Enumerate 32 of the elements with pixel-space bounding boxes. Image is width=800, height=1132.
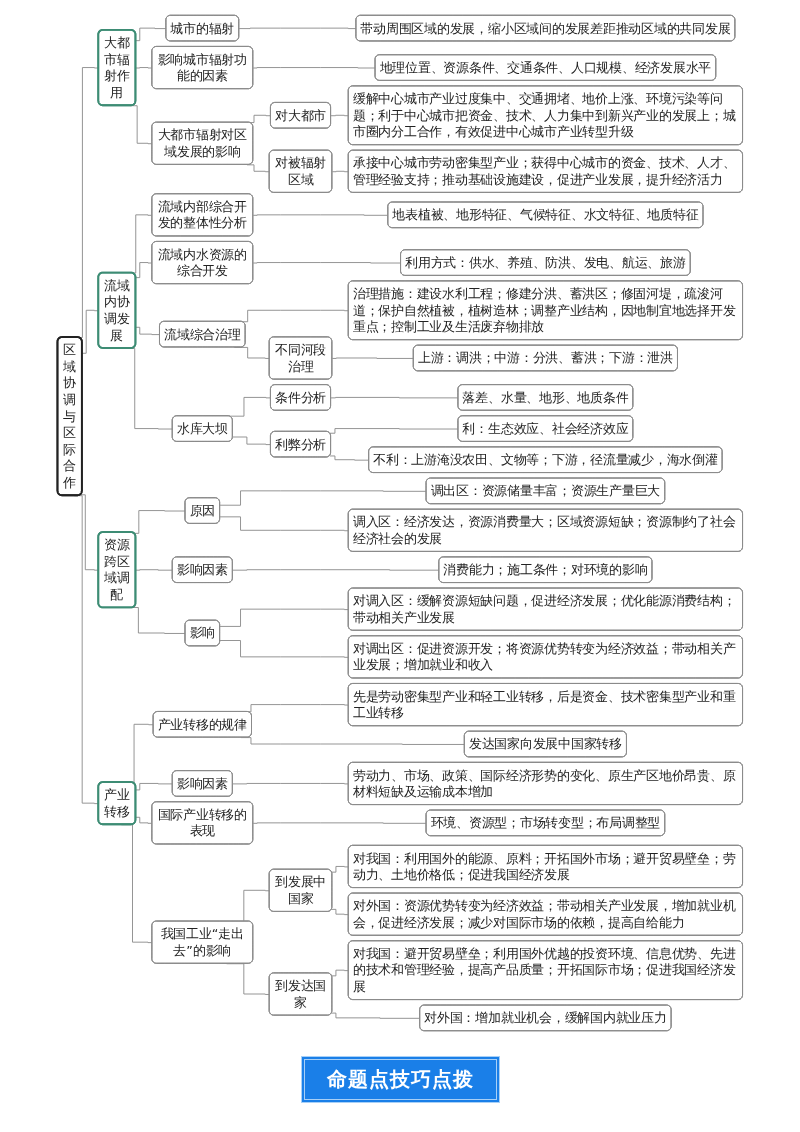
- connector: [135, 326, 161, 336]
- connector: [331, 170, 350, 173]
- connector: [135, 816, 153, 824]
- connector: [135, 27, 167, 42]
- connector: [238, 27, 357, 30]
- connector: [252, 67, 376, 69]
- connector: [331, 908, 350, 916]
- connector: [232, 436, 272, 446]
- connector: [252, 822, 427, 824]
- connector: [135, 569, 174, 571]
- connector: [219, 608, 350, 627]
- section-banner: 命题点技巧点拨: [300, 1056, 500, 1103]
- connector: [252, 262, 402, 264]
- connector: [132, 607, 186, 634]
- connector: [219, 516, 350, 532]
- connector: [252, 214, 389, 216]
- connector: [219, 490, 427, 506]
- connector: [330, 114, 350, 117]
- connector: [331, 866, 350, 873]
- connector: [329, 455, 370, 461]
- connector: [232, 569, 440, 571]
- connector: [135, 783, 174, 791]
- connector: [330, 396, 459, 399]
- connector: [232, 783, 350, 785]
- connector: [135, 262, 153, 279]
- connector: [135, 67, 153, 69]
- connector: [219, 640, 350, 658]
- connector: [331, 969, 350, 977]
- connector: [331, 1012, 421, 1019]
- connector: [331, 357, 415, 359]
- connector: [329, 428, 459, 434]
- connector: [133, 510, 186, 534]
